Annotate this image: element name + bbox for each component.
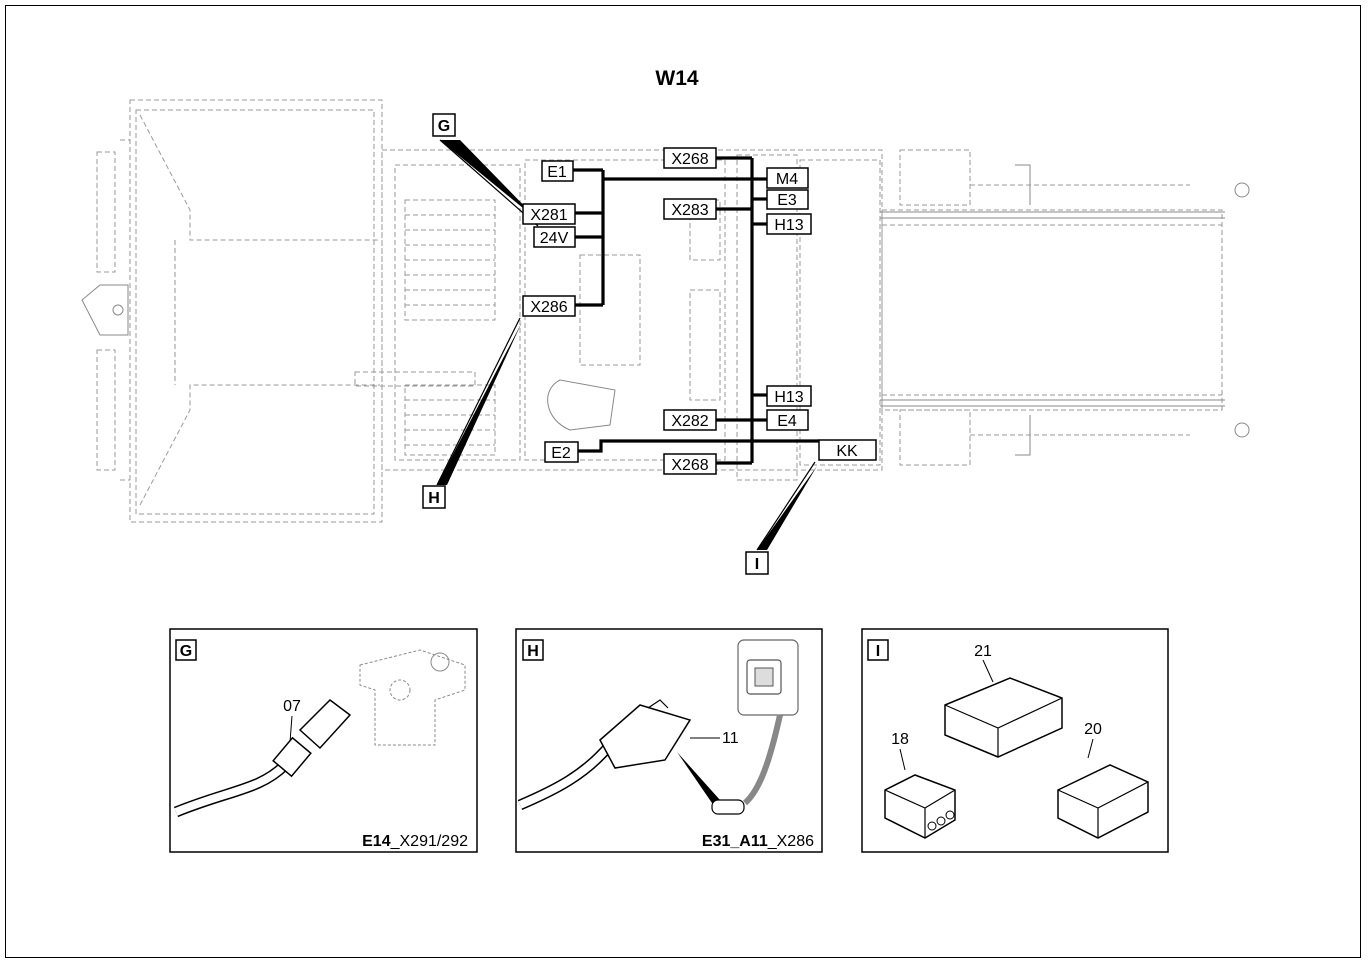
callout-i: I: [745, 551, 769, 575]
detail-panel-i: I 21 18 20: [861, 628, 1169, 853]
detail-panel-g: G 07 E14_X291/292: [169, 628, 478, 853]
connector-x281: X281: [522, 203, 576, 225]
terminal-block-20: [1057, 764, 1149, 839]
connector-e1: E1: [541, 160, 574, 182]
svg-text:G: G: [180, 643, 192, 660]
terminal-block-21: [944, 677, 1063, 758]
svg-text:KK: KK: [836, 443, 858, 460]
callout-leaders: [436, 139, 817, 551]
svg-text:X282: X282: [671, 413, 708, 430]
connector-x283: X283: [663, 198, 717, 220]
connector-e3: E3: [766, 189, 809, 210]
callout-g: G: [432, 113, 456, 137]
svg-text:H13: H13: [774, 217, 803, 234]
connector-e2: E2: [544, 441, 579, 463]
connector-x268-bottom: X268: [663, 453, 717, 475]
svg-text:X268: X268: [671, 151, 708, 168]
part-number-11: 11: [722, 730, 739, 747]
svg-text:I: I: [876, 643, 880, 660]
connector-x282: X282: [663, 409, 717, 431]
svg-text:H13: H13: [774, 389, 803, 406]
connector-x268-top: X268: [663, 147, 717, 169]
machine-outline: [81, 99, 1250, 523]
connector-x286: X286: [522, 295, 576, 317]
connector-m4: M4: [766, 167, 809, 189]
svg-text:X286: X286: [530, 299, 567, 316]
connector-kk: KK: [818, 439, 877, 461]
terminal-block-18: [884, 774, 956, 839]
detail-g-caption: E14_X291/292: [362, 833, 468, 850]
svg-text:E3: E3: [777, 192, 797, 209]
detail-panel-h: H 11 E31_A11_X286: [515, 628, 823, 853]
svg-text:E4: E4: [777, 413, 797, 430]
svg-text:I: I: [755, 556, 759, 573]
part-number-18: 18: [891, 731, 909, 748]
connector-24v: 24V: [533, 226, 576, 248]
part-number-07: 07: [283, 698, 301, 715]
svg-text:24V: 24V: [540, 230, 569, 247]
connector-h13-bottom: H13: [766, 385, 812, 407]
svg-text:G: G: [438, 118, 450, 135]
detail-h-caption: E31_A11_X286: [702, 833, 814, 850]
diagram-title: W14: [655, 67, 699, 90]
svg-text:M4: M4: [776, 171, 798, 188]
drawing-frame: [5, 5, 1361, 958]
part-number-21: 21: [974, 643, 992, 660]
part-number-20: 20: [1084, 721, 1102, 738]
svg-text:H: H: [527, 643, 539, 660]
svg-text:X281: X281: [530, 207, 567, 224]
connector-h13-top: H13: [766, 213, 812, 235]
svg-text:E2: E2: [551, 445, 571, 462]
svg-text:X283: X283: [671, 202, 708, 219]
svg-text:X268: X268: [671, 457, 708, 474]
wiring-harness: [573, 156, 819, 465]
connector-e4: E4: [766, 409, 809, 431]
callout-h: H: [422, 485, 446, 509]
svg-text:E1: E1: [547, 164, 567, 181]
svg-text:H: H: [428, 490, 440, 507]
